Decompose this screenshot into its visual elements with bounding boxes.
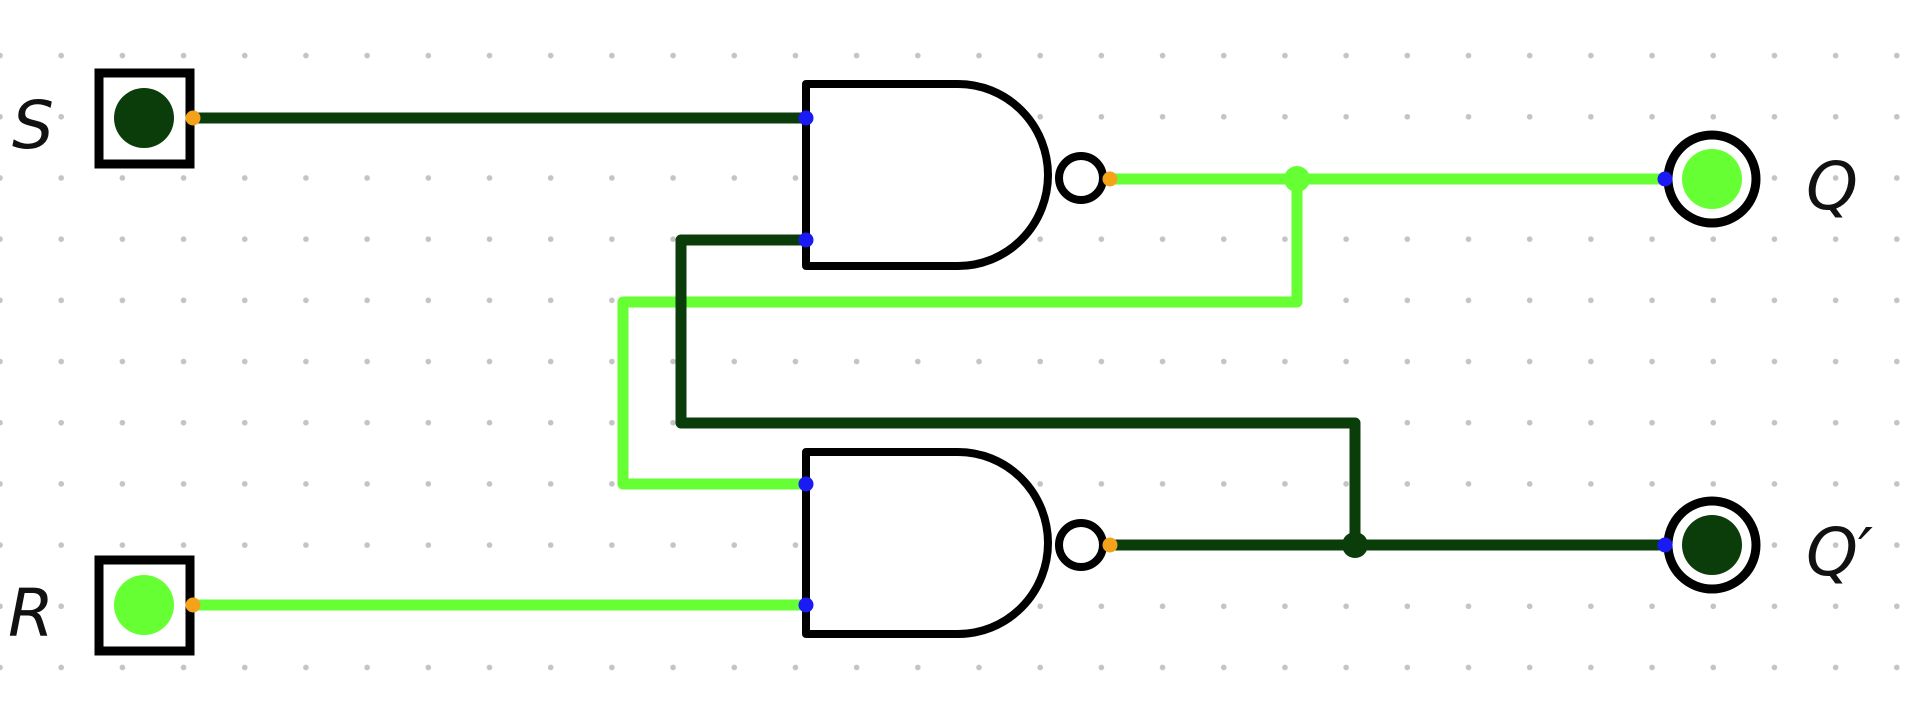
output-probe-q-prime[interactable] [1657, 496, 1761, 594]
output-probe-q-prime-led [1682, 515, 1742, 575]
nand-gate-bottom-input-b[interactable] [798, 597, 814, 613]
input-switch-s-led [114, 88, 174, 148]
output-probe-q-prime-input[interactable] [1657, 537, 1673, 553]
label-r: R [8, 575, 54, 652]
nand-gate-top-output[interactable] [1102, 171, 1118, 187]
label-q: Q [1806, 148, 1858, 225]
output-probe-q-led [1682, 149, 1742, 209]
nand-gate-top-body [802, 80, 1052, 270]
nand-gate-top-input-b[interactable] [798, 232, 814, 248]
input-switch-r[interactable] [94, 555, 201, 656]
nand-gate-top-bubble [1055, 152, 1107, 204]
nand-gate-bottom[interactable] [798, 448, 1118, 638]
nand-gate-bottom-output[interactable] [1102, 537, 1118, 553]
input-switch-s[interactable] [94, 68, 201, 169]
nand-gate-bottom-bubble [1055, 519, 1107, 571]
label-q-prime: Q′ [1806, 514, 1873, 591]
input-switch-r-led [114, 575, 174, 635]
label-s: S [12, 87, 54, 164]
output-probe-q[interactable] [1657, 130, 1761, 228]
nand-gate-bottom-input-a[interactable] [798, 476, 814, 492]
nand-gate-top-input-a[interactable] [798, 110, 814, 126]
input-switch-s-output[interactable] [185, 110, 201, 126]
wire-q-prime-feedback [675, 234, 1361, 551]
output-probe-q-input[interactable] [1657, 171, 1673, 187]
nand-gate-bottom-body [802, 448, 1052, 638]
nand-gate-top[interactable] [798, 80, 1118, 270]
wire-q-feedback [617, 173, 1303, 490]
input-switch-r-output[interactable] [185, 597, 201, 613]
junction-q [1284, 166, 1310, 192]
junction-q-prime [1342, 532, 1368, 558]
